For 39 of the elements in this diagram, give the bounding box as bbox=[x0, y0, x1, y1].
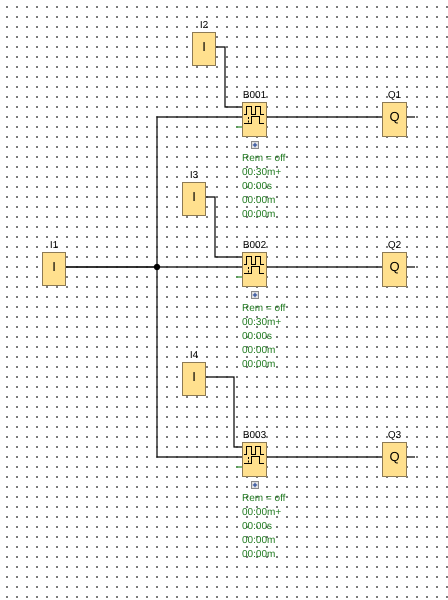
block-label: Q1 bbox=[388, 90, 402, 102]
wire bbox=[206, 376, 242, 448]
parameter-text: 00:00s bbox=[242, 331, 272, 343]
wire bbox=[216, 46, 242, 108]
wire bbox=[267, 456, 382, 458]
output-block: Q bbox=[382, 442, 407, 477]
parameter-text: 00:30m+ bbox=[242, 317, 282, 329]
parameter-text: 00:00s bbox=[242, 521, 272, 533]
input-block: I bbox=[182, 182, 206, 216]
parameter-text: 00:00m bbox=[242, 195, 276, 207]
block-label: Q3 bbox=[388, 430, 402, 442]
parameter-text: 00:00m bbox=[242, 345, 276, 357]
block-label: I1 bbox=[50, 240, 58, 252]
output-block: Q bbox=[382, 102, 407, 137]
parameter-text: 00:00m bbox=[242, 209, 276, 221]
block-label: I4 bbox=[190, 350, 198, 362]
block-label: B003 bbox=[242, 430, 266, 442]
block-label: B001 bbox=[242, 90, 266, 102]
input-block: I bbox=[192, 32, 216, 66]
wire bbox=[66, 266, 242, 458]
parameter-text: 00:00s bbox=[242, 181, 272, 193]
parameter-text: Rem = off bbox=[242, 303, 286, 315]
wire bbox=[206, 196, 242, 258]
block-label: Q2 bbox=[388, 240, 402, 252]
parameter-text: Rem = off bbox=[242, 493, 286, 505]
wire bbox=[267, 116, 382, 118]
block-label: B002 bbox=[242, 240, 266, 252]
parameter-text: 00:00m bbox=[242, 359, 276, 371]
parameter-text: 00:30m+ bbox=[242, 167, 282, 179]
parameter-text: 00:00m+ bbox=[242, 507, 282, 519]
parameter-text: 00:00m bbox=[242, 535, 276, 547]
parameter-text: Rem = off bbox=[242, 153, 286, 165]
block-label: I3 bbox=[190, 170, 198, 182]
wire bbox=[267, 266, 382, 268]
input-block: I bbox=[42, 252, 66, 286]
output-block: Q bbox=[382, 252, 407, 287]
input-block: I bbox=[182, 362, 206, 396]
block-label: I2 bbox=[200, 20, 208, 32]
parameter-text: 00:00m bbox=[242, 549, 276, 561]
